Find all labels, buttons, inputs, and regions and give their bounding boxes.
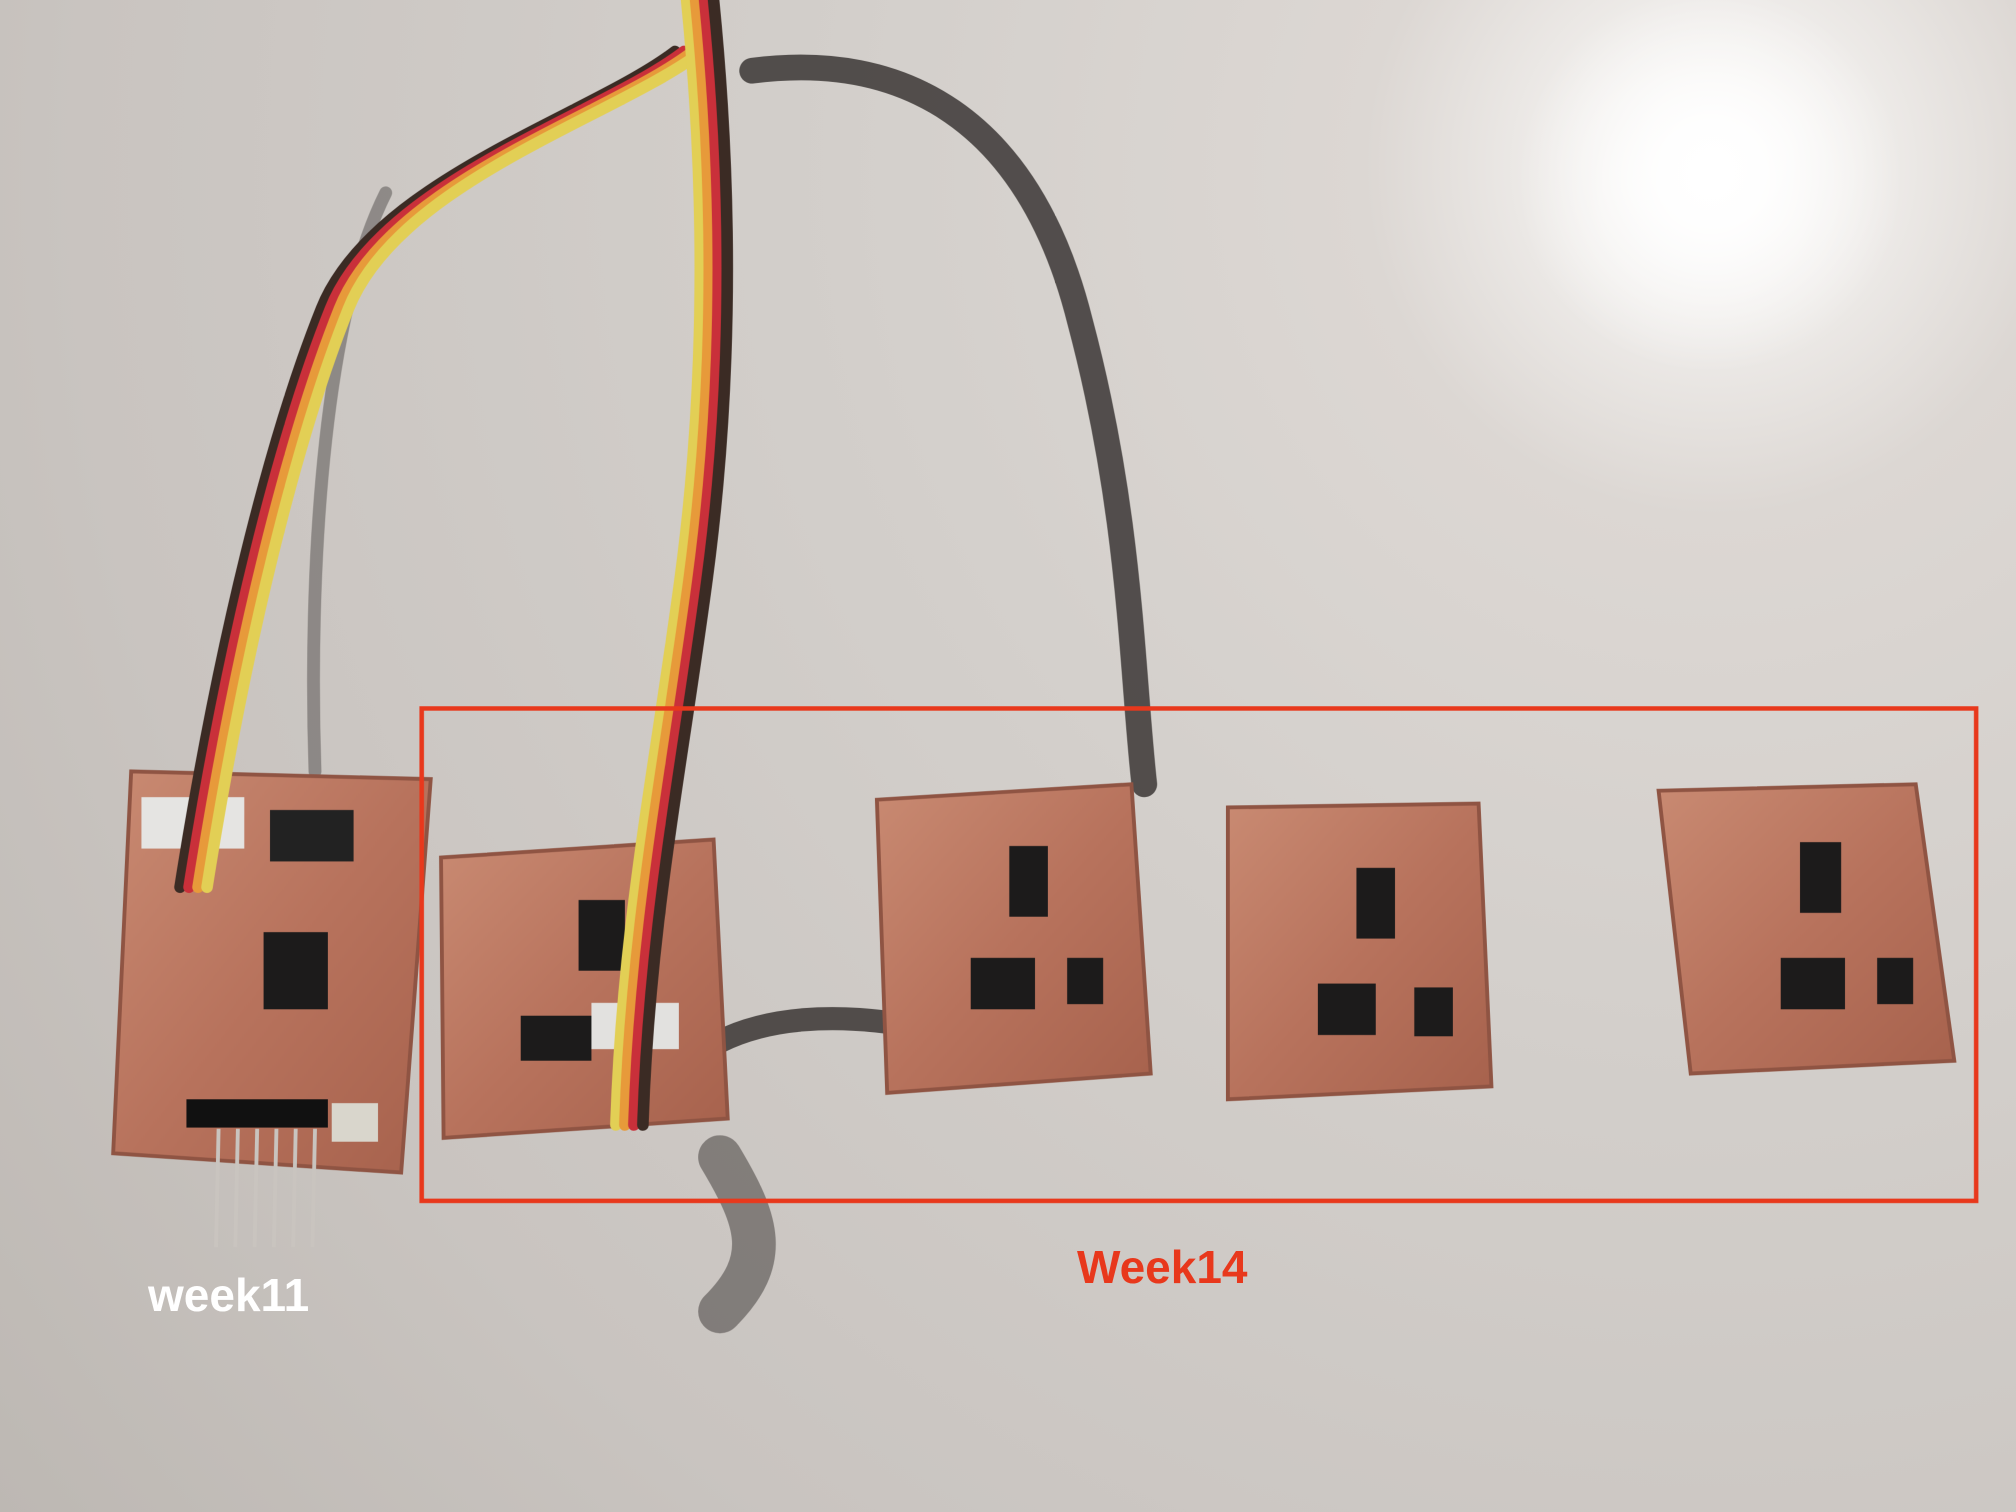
ribbon-cable-board-1: [610, 0, 734, 1131]
ribbon-cable-week11: [174, 45, 708, 893]
week14-highlight-box: [419, 706, 1979, 1204]
week14-label: Week14: [1077, 1241, 1248, 1293]
pcb-board-week11: [111, 769, 433, 1248]
light-glare: [1517, 0, 1903, 373]
pcb-board-2: [874, 782, 1153, 1095]
pcb-board-3: [1225, 801, 1494, 1102]
cable-shadow: [307, 54, 1158, 1334]
week11-label: week11: [148, 1269, 310, 1321]
pcb-board-4: [1656, 782, 1957, 1076]
pcb-board-1: [439, 837, 730, 1140]
